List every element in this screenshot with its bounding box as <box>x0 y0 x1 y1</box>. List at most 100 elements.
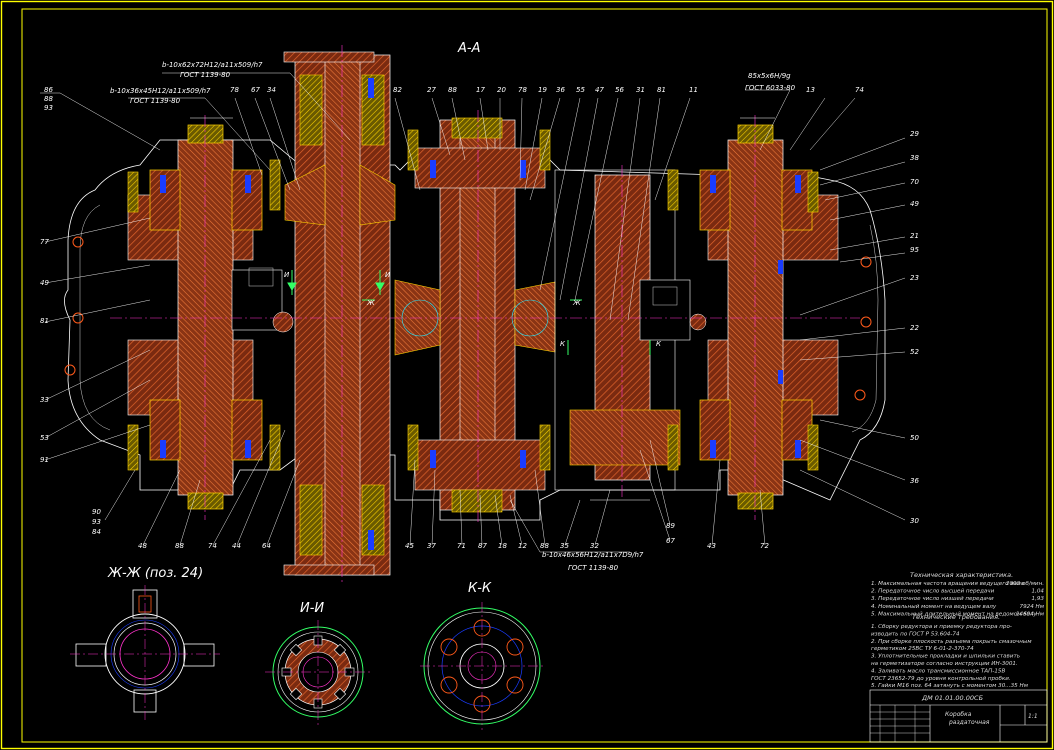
position-number-right: 50 <box>910 434 919 442</box>
tech-item-value: 7924 Нм <box>1020 604 1045 610</box>
position-number-right: 49 <box>910 200 919 208</box>
position-number-bottom: 43 <box>707 542 716 550</box>
position-number-bottom: 64 <box>262 542 271 550</box>
requirement-line: 4. Заливать масло трансмиссионное ТАП-15… <box>871 668 1005 674</box>
tech-item-text: 3. Передаточное число низшей передачи <box>871 596 994 602</box>
requirement-line: 1. Сборку редуктора и приемку редуктора … <box>871 624 1012 630</box>
position-number-top: 81 <box>657 86 666 94</box>
position-number-top: 88 <box>44 95 53 103</box>
spline-callout-4: 85x5x6H/9g <box>748 72 791 80</box>
tech-item-text: 4. Номинальный момент на ведущем валу <box>871 604 997 610</box>
position-number-bottom: 45 <box>405 542 414 550</box>
spline-callout-2: b-10x36x45H12/a11x509/h7 <box>110 87 211 95</box>
technical-notes: Техническая характеристика. 1. Максималь… <box>871 571 1045 689</box>
cut-mark-zh-right: Ж <box>572 299 581 307</box>
requirement-line: 5. Гайки М16 поз. 64 затянуть с моментом… <box>871 683 1029 689</box>
position-number-right: 23 <box>910 274 919 282</box>
position-number-bottom: 89 <box>666 522 675 530</box>
position-number-bottom: 67 <box>666 537 675 545</box>
position-number-top: 36 <box>556 86 565 94</box>
position-number-top: 86 <box>44 86 53 94</box>
title-block: ДМ 01.01.00.00СБ Коробка раздаточная 1:1 <box>869 689 1048 743</box>
position-number-top: 67 <box>251 86 260 94</box>
tech-item-value: 1,93 <box>1032 596 1045 602</box>
spline-gost-4: ГОСТ 6033-80 <box>745 84 796 92</box>
position-number-left: 84 <box>92 528 101 536</box>
cut-mark-i-left: И <box>284 271 290 279</box>
position-number-bottom: 32 <box>590 542 599 550</box>
inner-frame <box>21 8 1048 743</box>
section-zh-zh-drawing <box>70 585 220 720</box>
housing-outline <box>64 139 886 521</box>
spline-gost-2: ГОСТ 1139-80 <box>130 97 181 105</box>
position-number-bottom: 12 <box>518 542 527 550</box>
position-number-bottom: 74 <box>208 542 217 550</box>
position-number-right: 70 <box>910 178 919 186</box>
position-number-top: 78 <box>518 86 527 94</box>
document-code: ДМ 01.01.00.00СБ <box>921 694 984 702</box>
requirement-line: герметиком 25ВС ТУ 6-01-2-370-74 <box>871 646 974 652</box>
tech-characteristics-title: Техническая характеристика. <box>910 571 1013 579</box>
requirement-line: изводить по ГОСТ Р 53.604-74 <box>871 631 960 637</box>
requirement-line: 3. Уплотнительные прокладки и шпильки ст… <box>871 654 1020 660</box>
position-number-bottom: 48 <box>138 542 147 550</box>
drawing-name-line2: раздаточная <box>948 719 990 726</box>
spline-gost-1: ГОСТ 1139-80 <box>180 71 231 79</box>
drawing-name-line1: Коробка <box>945 711 972 718</box>
position-number-bottom: 72 <box>760 542 769 550</box>
section-k-k-drawing <box>420 602 545 730</box>
position-number-top: 56 <box>615 86 624 94</box>
position-number-top: 55 <box>576 86 585 94</box>
position-number-top: 17 <box>476 86 485 94</box>
section-i-i-title: И-И <box>300 601 324 616</box>
tech-item-value: 14604 Нм <box>1016 611 1045 617</box>
main-section-view: И И Ж Ж К К <box>40 45 906 585</box>
section-zh-zh-title: Ж-Ж (поз. 24) <box>107 566 203 581</box>
spline-gost-3: ГОСТ 1139-80 <box>568 564 619 572</box>
position-number-top: 47 <box>595 86 604 94</box>
position-number-bottom: 71 <box>457 542 466 550</box>
position-number-top: 31 <box>636 86 645 94</box>
position-number-bottom: 37 <box>427 542 436 550</box>
position-number-right: 30 <box>910 517 919 525</box>
position-number-top: 11 <box>689 86 698 94</box>
position-number-left: 90 <box>92 508 101 516</box>
position-number-top: 82 <box>393 86 402 94</box>
section-k-k-title: К-К <box>468 581 492 596</box>
position-number-top: 27 <box>427 86 436 94</box>
drawing-scale: 1:1 <box>1028 713 1038 720</box>
spline-callout-3: b-10x46x56H12/a11x7D9/h7 <box>542 551 644 559</box>
tech-item-text: 2. Передаточное число высшей передачи <box>871 589 995 595</box>
tech-item-text: 5. Максимальный длительный момент на вед… <box>871 611 1037 617</box>
position-number-bottom: 35 <box>560 542 569 550</box>
cut-mark-k-right: К <box>656 340 662 348</box>
tech-item-value: 2000 об/мин. <box>1006 581 1044 587</box>
position-number-top: 93 <box>44 104 53 112</box>
position-number-bottom: 44 <box>232 542 241 550</box>
position-number-top: 19 <box>538 86 547 94</box>
position-number-bottom: 18 <box>498 542 507 550</box>
requirement-line: на герметизаторе согласно инструкции ИН-… <box>871 661 1018 667</box>
position-number-top: 34 <box>267 86 276 94</box>
position-number-left: 33 <box>40 396 49 404</box>
position-number-left: 77 <box>40 238 49 246</box>
cut-mark-k-left: К <box>560 340 566 348</box>
position-number-right: 36 <box>910 477 919 485</box>
section-a-a-title: А-А <box>457 41 480 56</box>
position-number-right: 38 <box>910 154 919 162</box>
position-number-top: 13 <box>806 86 815 94</box>
position-number-right: 95 <box>910 246 919 254</box>
requirement-line: 2. При сборке плоскость разъема покрыть … <box>871 639 1032 645</box>
position-number-top: 20 <box>497 86 506 94</box>
position-number-left: 93 <box>92 518 101 526</box>
position-number-right: 52 <box>910 348 919 356</box>
position-number-bottom: 88 <box>175 542 184 550</box>
position-number-top: 88 <box>448 86 457 94</box>
position-number-left: 53 <box>40 434 49 442</box>
tech-requirements-title: Технические требования. <box>912 613 1000 621</box>
